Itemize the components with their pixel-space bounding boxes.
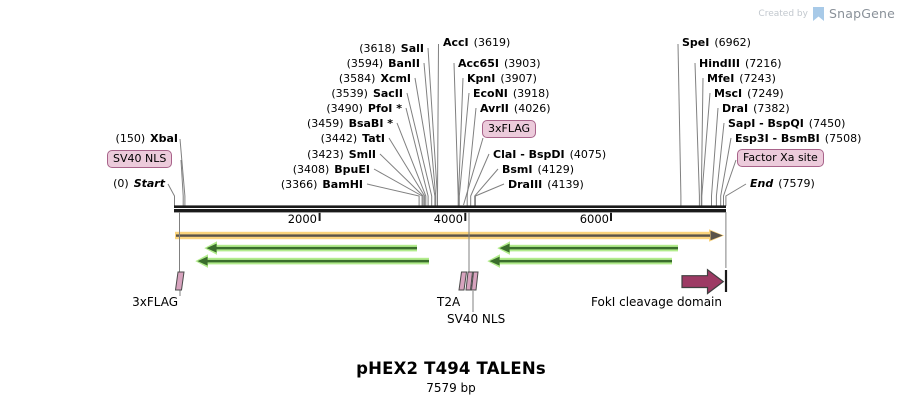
site-label-mfei[interactable]: MfeI(7243) [707, 72, 776, 85]
feature-glyphs[interactable] [174, 271, 479, 291]
site-label-bamhi[interactable]: (3366)BamHI [280, 178, 363, 191]
site-label-xbai[interactable]: (150)XbaI [115, 132, 178, 145]
ruler-label-2000: 2000 [287, 212, 317, 226]
feature-box-3xflag[interactable]: 3xFLAG [482, 120, 537, 138]
site-label-acci[interactable]: AccI(3619) [443, 36, 511, 49]
feature-box-sv40-nls[interactable]: SV40 NLS [107, 150, 173, 168]
site-label-pfoi[interactable]: (3490)PfoI * [326, 102, 402, 115]
site-label-smli[interactable]: (3423)SmlI [307, 148, 376, 161]
site-label-bpuei[interactable]: (3408)BpuEI [292, 163, 370, 176]
end-tick [724, 270, 728, 292]
site-label-clai-bspdi[interactable]: ClaI - BspDI(4075) [493, 148, 607, 161]
glyph-3xflag-1 [174, 271, 185, 291]
feature-label-foki[interactable]: FokI cleavage domain [591, 295, 722, 309]
site-label-tati[interactable]: (3442)TatI [320, 132, 385, 145]
site-label-acc65i[interactable]: Acc65I(3903) [458, 57, 541, 70]
site-label-sapi-bspqi[interactable]: SapI - BspQI(7450) [728, 117, 846, 130]
site-label-drai[interactable]: DraI(7382) [722, 102, 790, 115]
foki-domain-arrow[interactable] [681, 268, 725, 295]
site-label-hindiii[interactable]: HindIII(7216) [699, 57, 782, 70]
glyph-sv40-nls [470, 271, 479, 291]
map-backbone [174, 205, 726, 213]
site-label-econi[interactable]: EcoNI(3918) [473, 87, 550, 100]
site-label-draiii[interactable]: DraIII(4139) [508, 178, 584, 191]
site-label-sali[interactable]: (3618)SalI [359, 42, 424, 55]
ruler-label-4000: 4000 [433, 212, 463, 226]
glyph-3xflag-2 [458, 271, 468, 291]
site-label-xcmi[interactable]: (3584)XcmI [338, 72, 411, 85]
brand-watermark: Created by SnapGene [758, 6, 895, 21]
feature-label-3xflag[interactable]: 3xFLAG [132, 295, 178, 309]
green-arrow-3[interactable] [497, 241, 678, 255]
site-label-banii[interactable]: (3594)BanII [346, 57, 420, 70]
site-label-start[interactable]: (0)Start [113, 177, 165, 190]
title-block: pHEX2 T494 TALENs 7579 bp [0, 359, 902, 395]
site-label-end[interactable]: End(7579) [750, 177, 815, 190]
ruler-ticks [318, 212, 612, 221]
ruler-label-6000: 6000 [579, 212, 609, 226]
green-arrow-1[interactable] [204, 241, 417, 255]
callout-lines [167, 43, 747, 206]
brand-name: SnapGene [828, 6, 895, 21]
feature-label-sv40-nls[interactable]: SV40 NLS [447, 312, 506, 326]
feature-label-t2a[interactable]: T2A [437, 295, 461, 309]
orf-arrow-forward[interactable] [175, 229, 724, 242]
site-label-spei[interactable]: SpeI(6962) [682, 36, 751, 49]
green-arrow-2[interactable] [195, 254, 429, 268]
site-label-esp3i-bsmbi[interactable]: Esp3I - BsmBI(7508) [735, 132, 862, 145]
snapgene-logo-icon [812, 6, 824, 21]
glyph-t2a [465, 271, 474, 291]
feature-callout-lines [179, 212, 727, 312]
map-length: 7579 bp [426, 381, 476, 395]
site-label-msci[interactable]: MscI(7249) [714, 87, 784, 100]
map-title: pHEX2 T494 TALENs [356, 359, 546, 378]
site-label-bsmi[interactable]: BsmI(4129) [502, 163, 575, 176]
site-label-kpni[interactable]: KpnI(3907) [467, 72, 537, 85]
site-label-sacii[interactable]: (3539)SacII [331, 87, 403, 100]
green-arrow-4[interactable] [487, 254, 672, 268]
created-by-text: Created by [758, 8, 808, 19]
site-label-bsabi[interactable]: (3459)BsaBI * [307, 117, 393, 130]
site-label-avrii[interactable]: AvrII(4026) [480, 102, 551, 115]
feature-box-factor-xa[interactable]: Factor Xa site [737, 149, 824, 167]
